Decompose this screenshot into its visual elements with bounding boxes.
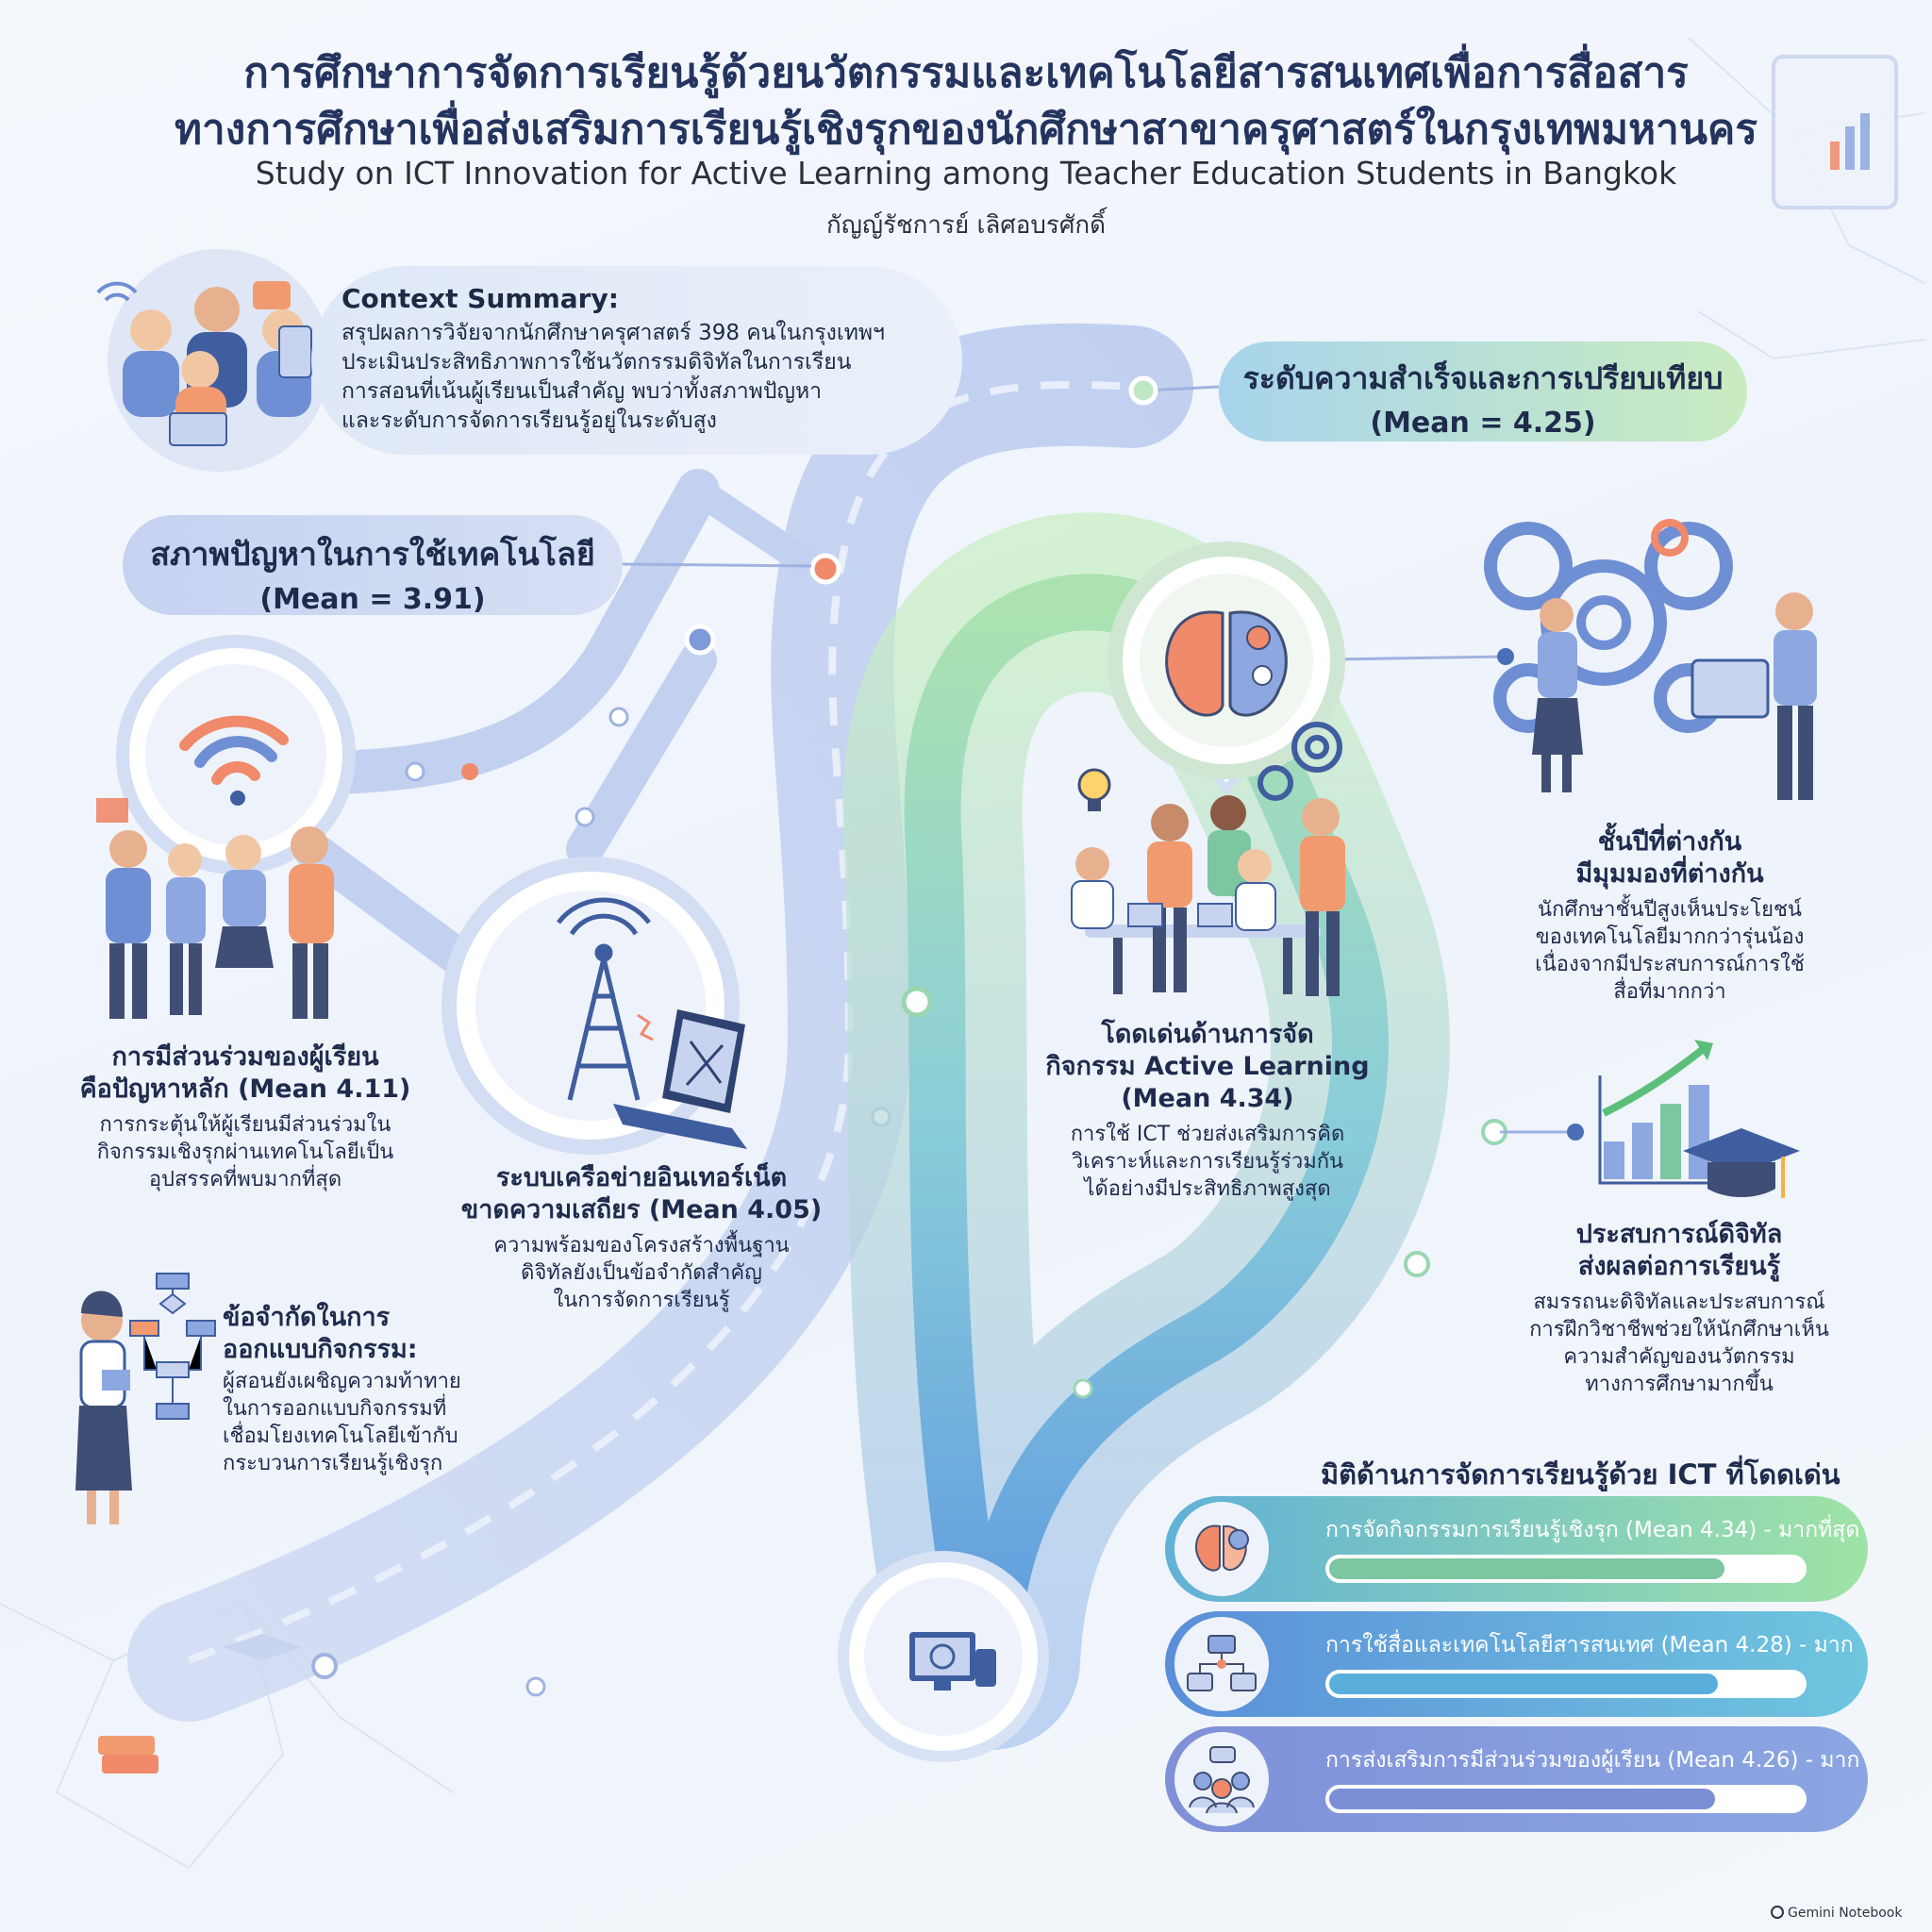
year-level-text: นักศึกษาชั้นปีสูงเห็นประโยชน์ ของเทคโนโล…	[1535, 898, 1805, 1004]
participation-block: การมีส่วนร่วมของผู้เรียน คือปัญหาหลัก (M…	[57, 1041, 434, 1193]
dimension-label-2: การใช้สื่อและเทคโนโลยีสารสนเทศ (Mean 4.2…	[1325, 1633, 1854, 1657]
lightbulb-icon	[1077, 768, 1111, 811]
dimension-row-3: การส่งเสริมการมีส่วนร่วมของผู้เรียน (Mea…	[1165, 1726, 1868, 1832]
people-chat-icon	[1174, 1732, 1269, 1826]
active-learning-title: โดดเด่นด้านการจัด กิจกรรม Active Learnin…	[1045, 1020, 1370, 1113]
author-name: กัญญ์รัชการย์ เลิศอบรศักดิ์	[825, 211, 1106, 240]
wifi-icon	[179, 715, 289, 785]
wifi-small-icon	[96, 281, 138, 302]
page-title-line1: การศึกษาการจัดการเรียนรู้ด้วยนวัตกรรมและ…	[243, 49, 1689, 97]
dimension-label-3: การส่งเสริมการมีส่วนร่วมของผู้เรียน (Mea…	[1325, 1748, 1860, 1773]
small-orange-gear-icon	[1651, 519, 1689, 557]
dimension-row-1: การจัดกิจกรรมการเรียนรู้เชิงรุก (Mean 4.…	[1165, 1496, 1868, 1602]
graduation-cap-icon	[1683, 1128, 1800, 1198]
books-decoration	[98, 1634, 302, 1774]
dimension-fill-3	[1329, 1789, 1716, 1809]
dimensions-heading: มิติด้านการจัดการเรียนรู้ด้วย ICT ที่โดด…	[1321, 1458, 1840, 1491]
year-level-block: ชั้นปีที่ต่างกัน มีมุมมองที่ต่างกัน นักศ…	[1491, 826, 1849, 1006]
brain-gear-icon	[1174, 1502, 1269, 1596]
page-title-line2: ทางการศึกษาเพื่อส่งเสริมการเรียนรู้เชิงร…	[175, 106, 1757, 154]
active-learning-text: การใช้ ICT ช่วยส่งเสริมการคิด วิเคราะห์แ…	[1070, 1123, 1345, 1201]
achievement-mean-pill: ระดับความสำเร็จและการเปรียบเทียบ (Mean =…	[1219, 341, 1747, 441]
context-summary-text: สรุปผลการวิจัยจากนักศึกษาครุศาสตร์ 398 ค…	[341, 321, 885, 433]
participation-text: การกระตุ้นให้ผู้เรียนมีส่วนร่วมใน กิจกรร…	[96, 1113, 394, 1191]
dimension-fill-1	[1329, 1558, 1725, 1579]
broken-laptop-icon	[613, 1009, 747, 1149]
problem-title: สภาพปัญหาในการใช้เทคโนโลยี	[150, 536, 595, 574]
active-learning-students-illustration	[1071, 795, 1345, 996]
two-students-illustration	[1532, 592, 1817, 800]
network-text: ความพร้อมของโครงสร้างพื้นฐาน ดิจิทัลยังเ…	[493, 1234, 790, 1312]
achievement-title: ระดับความสำเร็จและการเปรียบเทียบ	[1242, 360, 1724, 396]
dimension-label-1: การจัดกิจกรรมการเรียนรู้เชิงรุก (Mean 4.…	[1325, 1518, 1860, 1542]
achievement-mean: (Mean = 4.25)	[1370, 407, 1596, 440]
dimension-track-3	[1325, 1785, 1807, 1813]
dimension-track-2	[1325, 1670, 1807, 1698]
year-level-title: ชั้นปีที่ต่างกัน มีมุมมองที่ต่างกัน	[1575, 827, 1764, 889]
network-block: ระบบเครือข่ายอินเทอร์เน็ต ขาดความเสถียร …	[443, 1162, 840, 1314]
flowchart-icon	[129, 1273, 216, 1420]
design-block: ข้อจำกัดในการ ออกแบบกิจกรรม: ผู้สอนยังเผ…	[223, 1302, 543, 1477]
big-gears-icon	[1484, 522, 1733, 733]
top-right-screen-decoration	[1772, 55, 1898, 209]
english-subtitle: Study on ICT Innovation for Active Learn…	[255, 155, 1677, 192]
tablet-icon	[278, 325, 312, 378]
digital-experience-text: สมรรถนะดิจิทัลและประสบการณ์ การฝึกวิชาชี…	[1529, 1291, 1829, 1396]
digital-experience-title: ประสบการณ์ดิจิทัล ส่งผลต่อการเรียนรู้	[1575, 1220, 1783, 1281]
brain-gear-icon	[1165, 610, 1288, 717]
footer-brand: Gemini Notebook	[1788, 1906, 1903, 1921]
problem-mean: (Mean = 3.91)	[259, 583, 486, 616]
network-title: ระบบเครือข่ายอินเทอร์เน็ต ขาดความเสถียร …	[460, 1163, 823, 1224]
growth-bar-chart-icon	[1598, 1040, 1726, 1185]
screen-panel-icon	[1690, 658, 1770, 719]
computer-phone-icon	[909, 1632, 996, 1690]
teacher-illustration	[75, 1291, 132, 1524]
digital-experience-block: ประสบการณ์ดิจิทัล ส่งผลต่อการเรียนรู้ สม…	[1491, 1219, 1868, 1398]
cell-tower-icon	[557, 897, 651, 1101]
network-icon	[1174, 1617, 1269, 1711]
problem-mean-pill: สภาพปัญหาในการใช้เทคโนโลยี (Mean = 3.91)	[123, 515, 623, 616]
context-summary-box	[311, 266, 962, 455]
gear-cluster-icon	[1257, 722, 1342, 801]
design-title: ข้อจำกัดในการ ออกแบบกิจกรรม:	[223, 1303, 418, 1364]
chat-bubble-icon	[253, 281, 291, 309]
context-summary-heading: Context Summary:	[341, 283, 619, 314]
dimension-track-1	[1325, 1555, 1807, 1583]
students-problem-illustration	[96, 798, 334, 1019]
design-text: ผู้สอนยังเผชิญความท้าทาย ในการออกแบบกิจก…	[223, 1370, 461, 1475]
participation-title: การมีส่วนร่วมของผู้เรียน คือปัญหาหลัก (M…	[79, 1042, 411, 1104]
dimension-row-2: การใช้สื่อและเทคโนโลยีสารสนเทศ (Mean 4.2…	[1165, 1611, 1868, 1717]
dimension-fill-2	[1329, 1674, 1718, 1694]
active-learning-block: โดดเด่นด้านการจัด กิจกรรม Active Learnin…	[1019, 1019, 1396, 1203]
